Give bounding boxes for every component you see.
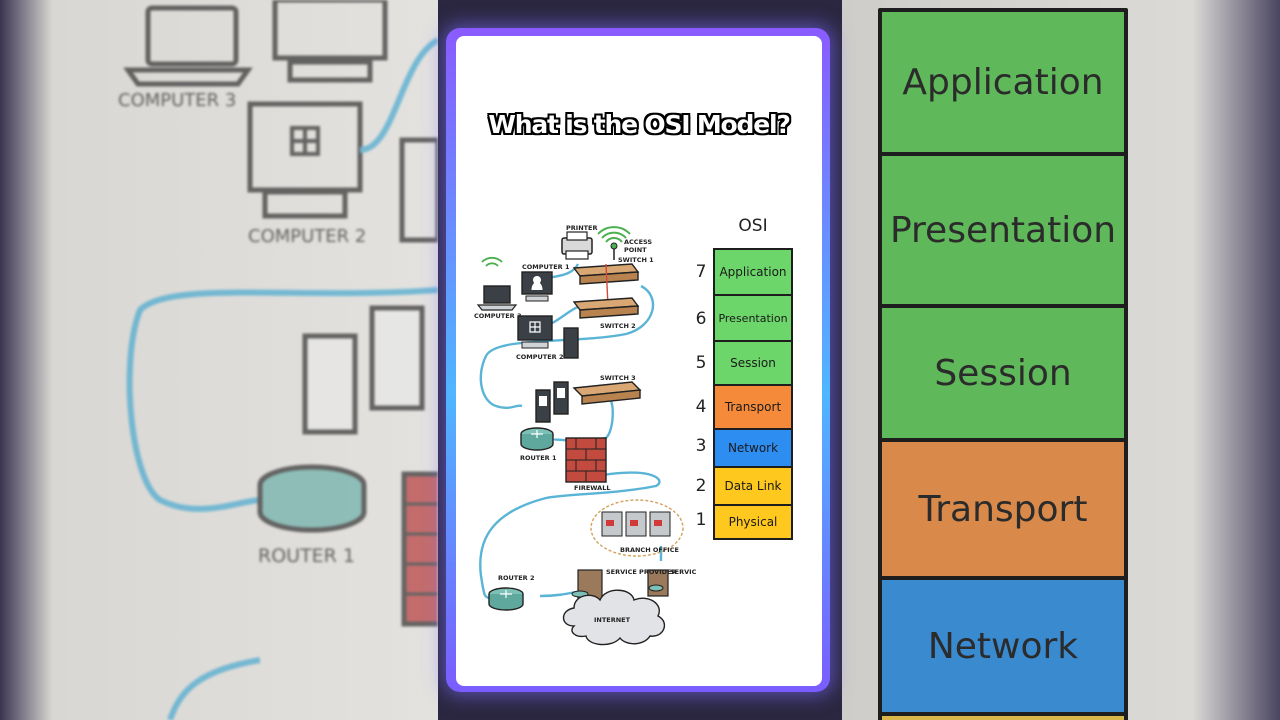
osi-layer-presentation: Presentation <box>713 294 793 342</box>
background-right-panel: Application Presentation Session Transpo… <box>842 0 1280 720</box>
osi-layer-label: Physical <box>728 515 778 529</box>
server-icon <box>535 381 569 423</box>
osi-layer-label: Session <box>730 356 776 370</box>
label-firewall: FIREWALL <box>574 484 611 492</box>
network-cables <box>479 263 663 600</box>
label-switch-1: SWITCH 1 <box>618 256 654 264</box>
osi-layer-label: Data Link <box>724 479 782 493</box>
bg-layer-application: Application <box>878 8 1128 156</box>
osi-layer-network: Network <box>713 428 793 468</box>
branch-office-icon <box>590 499 684 557</box>
osi-layer-transport: Transport <box>713 384 793 430</box>
osi-number-2: 2 <box>695 476 707 496</box>
label-computer-2: COMPUTER 2 <box>516 353 563 361</box>
bg-layer-label: Network <box>927 625 1079 667</box>
service-provider-icon <box>571 569 669 601</box>
bg-layer-presentation: Presentation <box>878 152 1128 308</box>
bg-layer-transport: Transport <box>878 438 1128 580</box>
osi-number-3: 3 <box>695 436 707 456</box>
bg-label-router1: ROUTER 1 <box>258 545 355 567</box>
label-computer-3: COMPUTER 3 <box>474 312 521 320</box>
label-access-point-1: ACCESS <box>624 238 652 246</box>
printer-icon <box>561 231 593 260</box>
osi-number-1: 1 <box>695 510 707 530</box>
osi-number-6: 6 <box>695 309 707 329</box>
osi-number-7: 7 <box>695 262 707 282</box>
firewall-icon <box>565 437 607 483</box>
video-frame: What is the OSI Model? PRINTER ACCESS <box>456 36 822 686</box>
bg-layer-session: Session <box>878 304 1128 442</box>
label-printer: PRINTER <box>566 224 598 232</box>
osi-layer-data-link: Data Link <box>713 466 793 506</box>
label-branch-office: BRANCH OFFICE <box>620 546 679 554</box>
osi-heading: OSI <box>738 216 768 236</box>
background-left-panel: COMPUTER 3 COMPUTER 2 ROUTER 1 <box>0 0 438 720</box>
osi-layer-label: Application <box>719 265 787 279</box>
label-service-provider-b: SERVICE PROVIDER <box>670 568 696 576</box>
bg-layer-label: Session <box>934 352 1072 394</box>
osi-layer-physical: Physical <box>713 504 793 540</box>
computer-2-icon <box>517 315 579 359</box>
switch-2-icon <box>572 297 640 319</box>
access-point-icon <box>597 226 631 260</box>
router-1-icon <box>520 427 554 451</box>
label-router-1: ROUTER 1 <box>520 454 557 462</box>
osi-layer-application: Application <box>713 248 793 296</box>
router-2-icon <box>488 587 524 611</box>
label-service-provider-a: SERVICE PROVIDER <box>606 568 676 576</box>
bg-label-computer2: COMPUTER 2 <box>248 226 366 247</box>
bg-layer-label: Presentation <box>889 209 1117 251</box>
page-title: What is the OSI Model? <box>488 110 791 139</box>
label-router-2: ROUTER 2 <box>498 574 534 582</box>
computer-1-icon <box>521 271 553 302</box>
label-switch-3: SWITCH 3 <box>600 374 636 382</box>
osi-layer-session: Session <box>713 340 793 386</box>
switch-3-icon <box>572 381 642 405</box>
bg-layer-label: Transport <box>918 488 1088 530</box>
label-internet: INTERNET <box>594 616 631 624</box>
label-access-point-2: POINT <box>624 246 647 254</box>
label-switch-2: SWITCH 2 <box>600 322 636 330</box>
network-diagram: PRINTER ACCESS POINT SWITCH 1 SWITCH 2 <box>474 224 696 646</box>
osi-number-5: 5 <box>695 353 707 373</box>
label-computer-1: COMPUTER 1 <box>522 263 570 271</box>
bg-layer-network: Network <box>878 576 1128 716</box>
computer-3-icon <box>476 256 518 311</box>
osi-layer-label: Presentation <box>718 311 788 325</box>
osi-number-4: 4 <box>695 397 707 417</box>
background-network-art: COMPUTER 3 COMPUTER 2 ROUTER 1 <box>118 0 438 720</box>
bg-layer-label: Application <box>902 61 1104 103</box>
internet-cloud-icon <box>562 589 666 646</box>
osi-layer-label: Transport <box>724 400 782 414</box>
bg-label-computer3: COMPUTER 3 <box>118 90 236 111</box>
bg-layer-datalink-edge <box>878 712 1128 720</box>
osi-layer-label: Network <box>727 441 779 455</box>
